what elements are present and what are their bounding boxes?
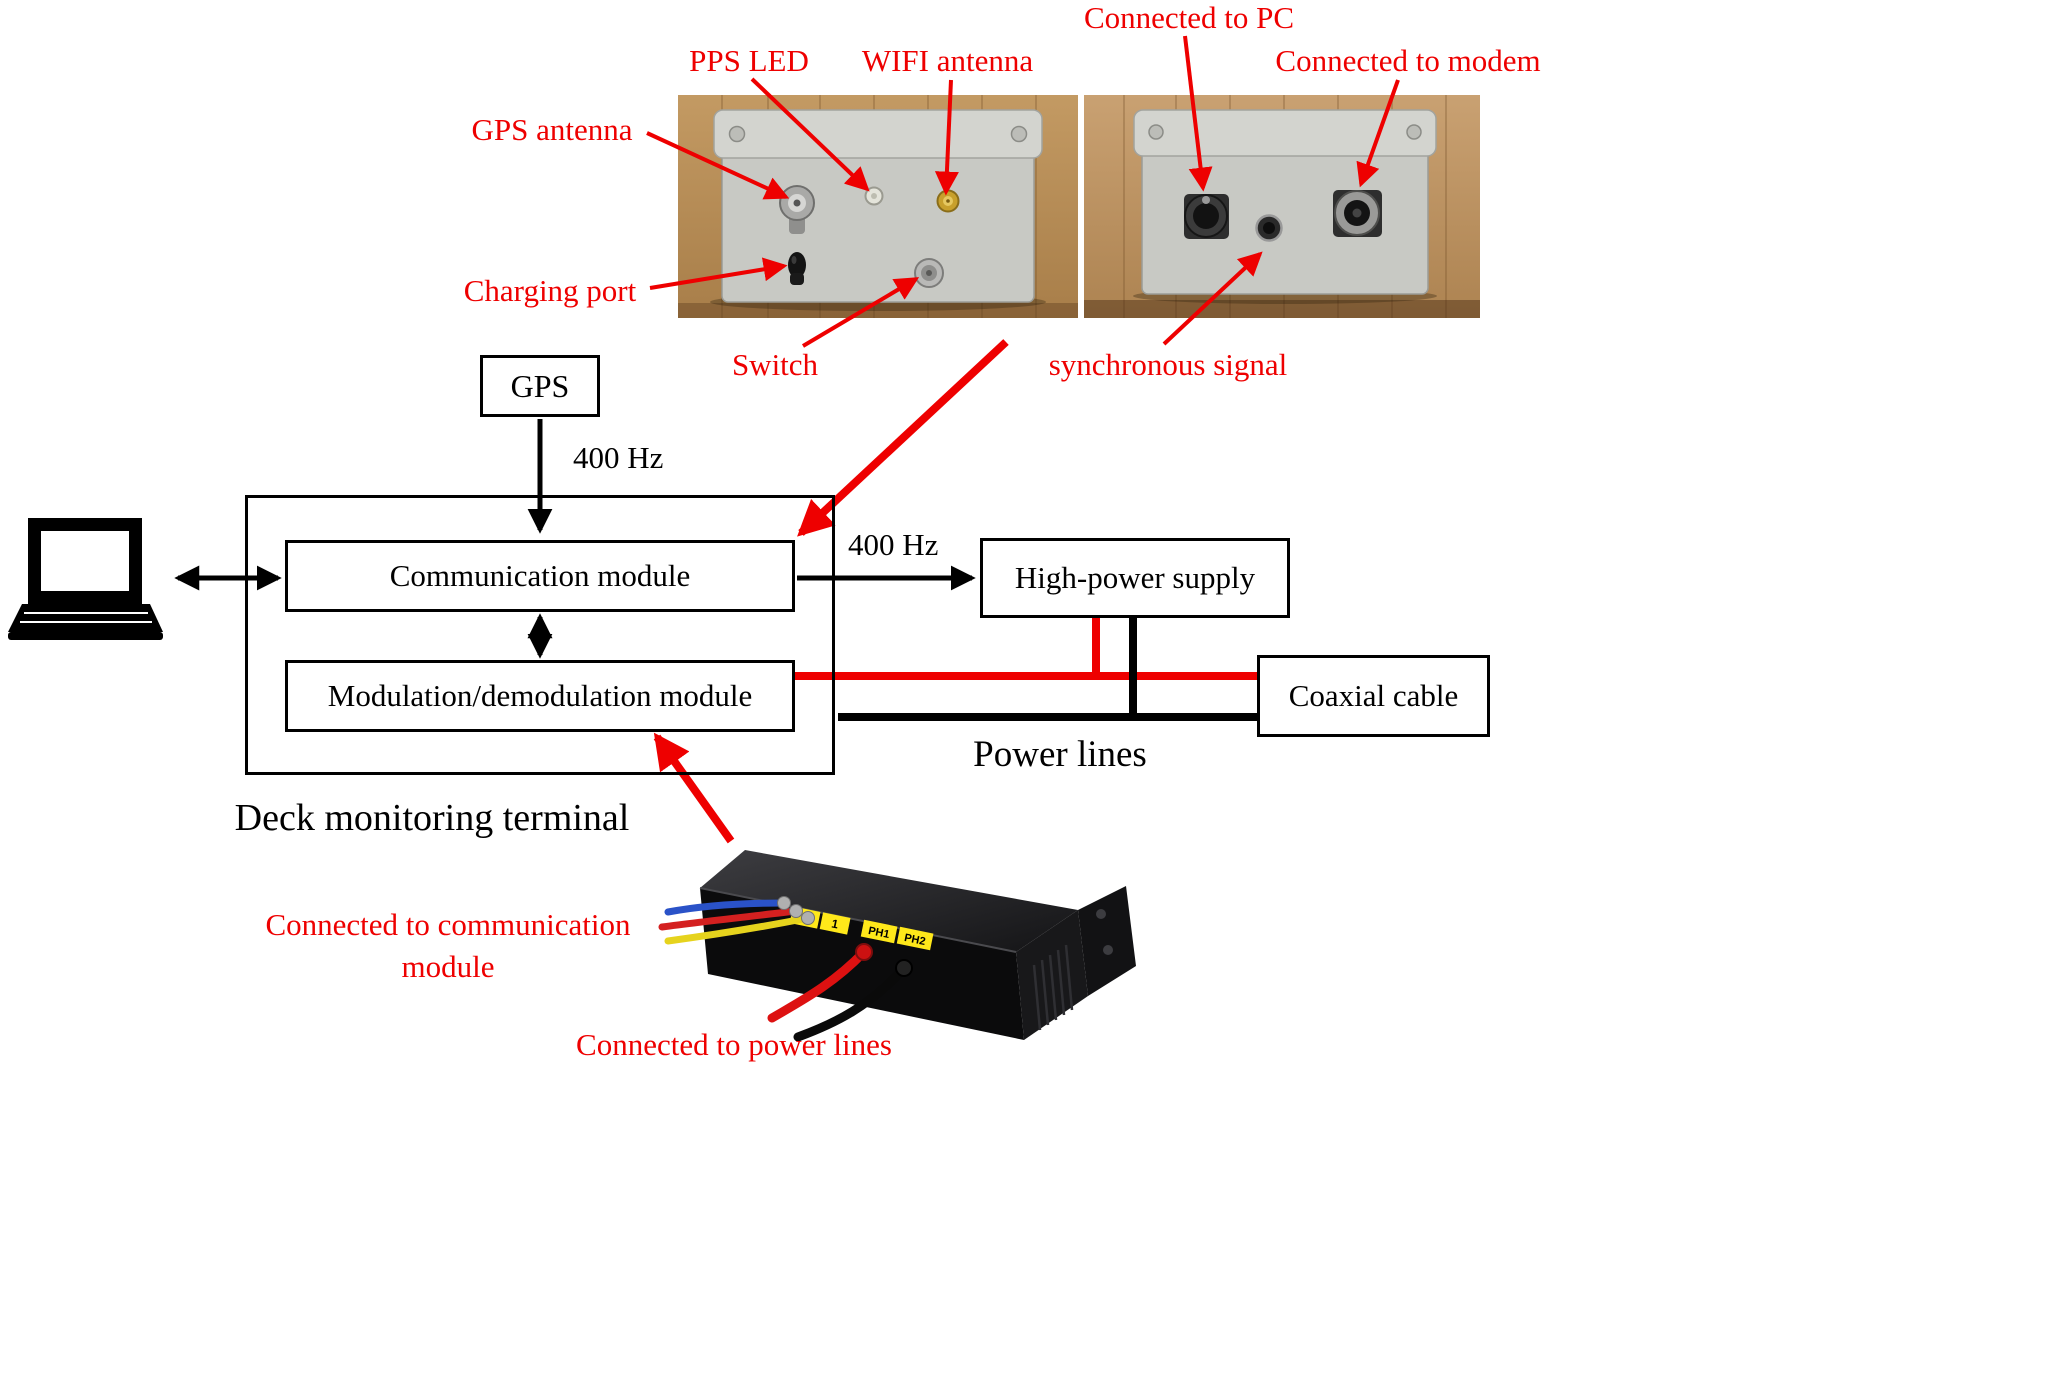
lid-screw — [1406, 124, 1422, 140]
modulation-module-label: Modulation/demodulation module — [327, 678, 753, 713]
connected-comm-label-line1: Connected to communication — [265, 907, 631, 942]
charging-port-label: Charging port — [463, 273, 637, 308]
pps-led — [864, 186, 884, 206]
modem-connector — [1333, 190, 1382, 237]
device-rack-ear — [1078, 886, 1136, 996]
modulation-module-box: Modulation/demodulation module — [285, 660, 795, 732]
red-binding-post — [855, 943, 873, 961]
gps-box-label: GPS — [510, 367, 570, 404]
freq-supply-label: 400 Hz — [848, 527, 939, 562]
device-top-face — [700, 850, 1078, 952]
pc-connector — [1184, 194, 1229, 239]
sync-signal-connector — [1255, 214, 1283, 242]
annotation-arrow-sync-signal — [1162, 251, 1263, 346]
right-enclosure — [1133, 109, 1437, 304]
connected-to-pc-label: Connected to PC — [1083, 0, 1295, 35]
rack-ear-hole — [1096, 909, 1106, 919]
red-power-wire — [767, 947, 869, 1023]
yellow-wire — [664, 914, 812, 945]
photo-rear-panel — [1084, 95, 1480, 318]
power-lines-label: Power lines — [973, 734, 1147, 775]
pps-led-label: PPS LED — [689, 43, 809, 78]
communication-module-label: Communication module — [389, 558, 691, 593]
power-supply-photo: 2 1 PH1 PH2 — [658, 850, 1136, 1042]
coaxial-cable-label: Coaxial cable — [1288, 678, 1459, 713]
connected-power-label: Connected to power lines — [576, 1027, 892, 1062]
wifi-antenna-connector — [936, 189, 960, 213]
rack-ear-hole — [1103, 945, 1113, 955]
annotation-arrow-pps-led — [750, 77, 870, 192]
sticker-ph2: PH2 — [896, 926, 934, 951]
arrow-device-to-mod-module — [653, 732, 735, 844]
deck-terminal-box — [245, 495, 835, 775]
switch-label: Switch — [731, 347, 819, 382]
wifi-antenna-label: WIFI antenna — [861, 43, 1034, 78]
connected-to-modem-label: Connected to modem — [1275, 43, 1541, 78]
annotation-arrow-connected-pc — [1183, 35, 1213, 192]
connected-comm-label-line2: module — [401, 949, 495, 984]
lid-screw — [1010, 125, 1028, 143]
annotation-arrow-connected-modem — [1356, 79, 1400, 188]
terminal-post — [789, 904, 803, 918]
photo-front-panel — [678, 95, 1078, 318]
left-enclosure — [710, 109, 1046, 311]
black-power-wire — [793, 963, 909, 1042]
arrow-photo-to-comm-module — [797, 339, 1009, 537]
vent-slots — [1032, 944, 1074, 1031]
coaxial-cable-box: Coaxial cable — [1257, 655, 1490, 737]
black-binding-post — [895, 959, 913, 977]
high-power-supply-box: High-power supply — [980, 538, 1290, 618]
blue-wire — [664, 899, 788, 916]
lid-screw — [728, 125, 746, 143]
sticker-1-text: 1 — [830, 916, 840, 931]
communication-module-box: Communication module — [285, 540, 795, 612]
laptop-icon — [8, 518, 163, 640]
annotation-arrow-switch — [801, 277, 920, 348]
power-line-network — [795, 618, 1259, 721]
gps-box: GPS — [480, 355, 600, 417]
gps-antenna-label: GPS antenna — [471, 112, 633, 147]
freq-gps-label: 400 Hz — [573, 440, 664, 475]
annotation-arrow-gps-antenna — [646, 131, 790, 200]
sticker-ph1-text: PH1 — [867, 925, 890, 941]
deck-terminal-label: Deck monitoring terminal — [234, 797, 630, 839]
power-switch — [914, 258, 944, 288]
synchronous-signal-label: synchronous signal — [1048, 347, 1288, 382]
sticker-ph2-text: PH2 — [903, 932, 926, 948]
annotation-arrow-charging-port — [649, 257, 788, 290]
high-power-supply-label: High-power supply — [1014, 560, 1256, 595]
signal-wires — [658, 899, 812, 945]
charging-port — [788, 252, 806, 285]
red-signal-wire — [658, 907, 800, 931]
lid-screw — [1148, 124, 1164, 140]
annotation-arrow-wifi-antenna — [934, 79, 959, 196]
sticker-1: 1 — [819, 912, 851, 935]
terminal-post — [801, 911, 815, 925]
terminal-post — [777, 896, 791, 910]
sticker-ph1: PH1 — [860, 919, 898, 944]
power-wires — [767, 947, 909, 1042]
